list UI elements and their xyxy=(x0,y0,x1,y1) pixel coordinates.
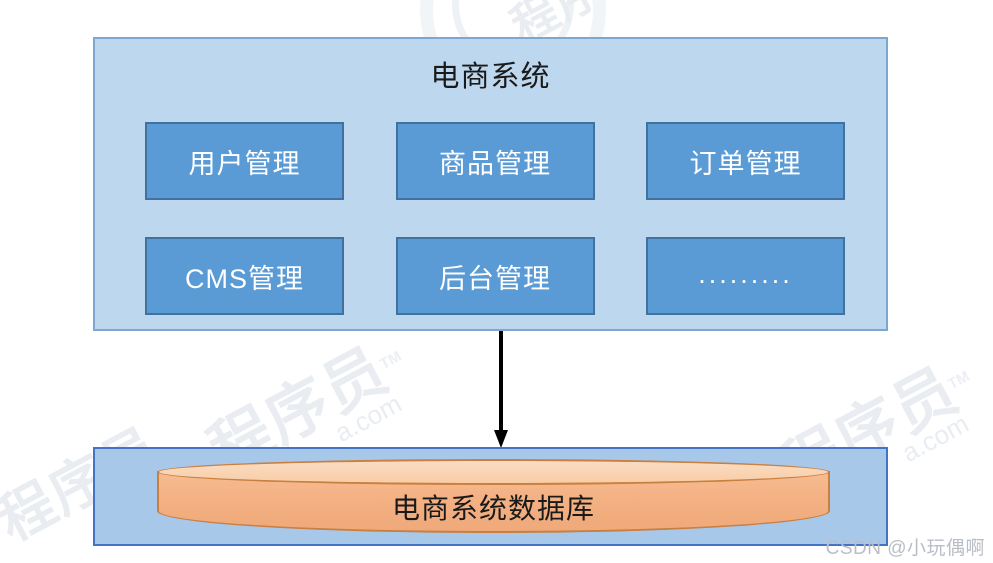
database-cylinder-icon: 电商系统数据库 xyxy=(157,459,830,537)
watermark-bg-tm: TM xyxy=(945,367,973,394)
watermark-bg-com: a.com xyxy=(329,388,407,448)
module-cms-management[interactable]: CMS管理 xyxy=(145,237,344,315)
watermark-bg-tm: TM xyxy=(377,347,405,374)
database-label: 电商系统数据库 xyxy=(391,493,595,524)
system-container: 电商系统 用户管理 商品管理 订单管理 CMS管理 后台管理 ......... xyxy=(93,37,888,331)
module-row: CMS管理 后台管理 ......... xyxy=(145,237,845,315)
system-title: 电商系统 xyxy=(430,61,551,93)
module-grid: 用户管理 商品管理 订单管理 CMS管理 后台管理 ......... xyxy=(145,122,845,315)
module-order-management[interactable]: 订单管理 xyxy=(646,122,845,200)
module-user-management[interactable]: 用户管理 xyxy=(145,122,344,200)
watermark-bg-com: a.com xyxy=(896,408,974,468)
cylinder-top-ellipse xyxy=(157,459,830,485)
module-more-modules[interactable]: ......... xyxy=(646,237,845,315)
connector-arrow-icon xyxy=(494,331,508,448)
database-container: 电商系统数据库 xyxy=(93,447,888,546)
module-product-management[interactable]: 商品管理 xyxy=(395,122,595,200)
module-row: 用户管理 商品管理 订单管理 xyxy=(145,122,845,200)
csdn-watermark: CSDN @小玩偶啊 xyxy=(825,538,985,559)
module-admin-management[interactable]: 后台管理 xyxy=(395,237,595,315)
